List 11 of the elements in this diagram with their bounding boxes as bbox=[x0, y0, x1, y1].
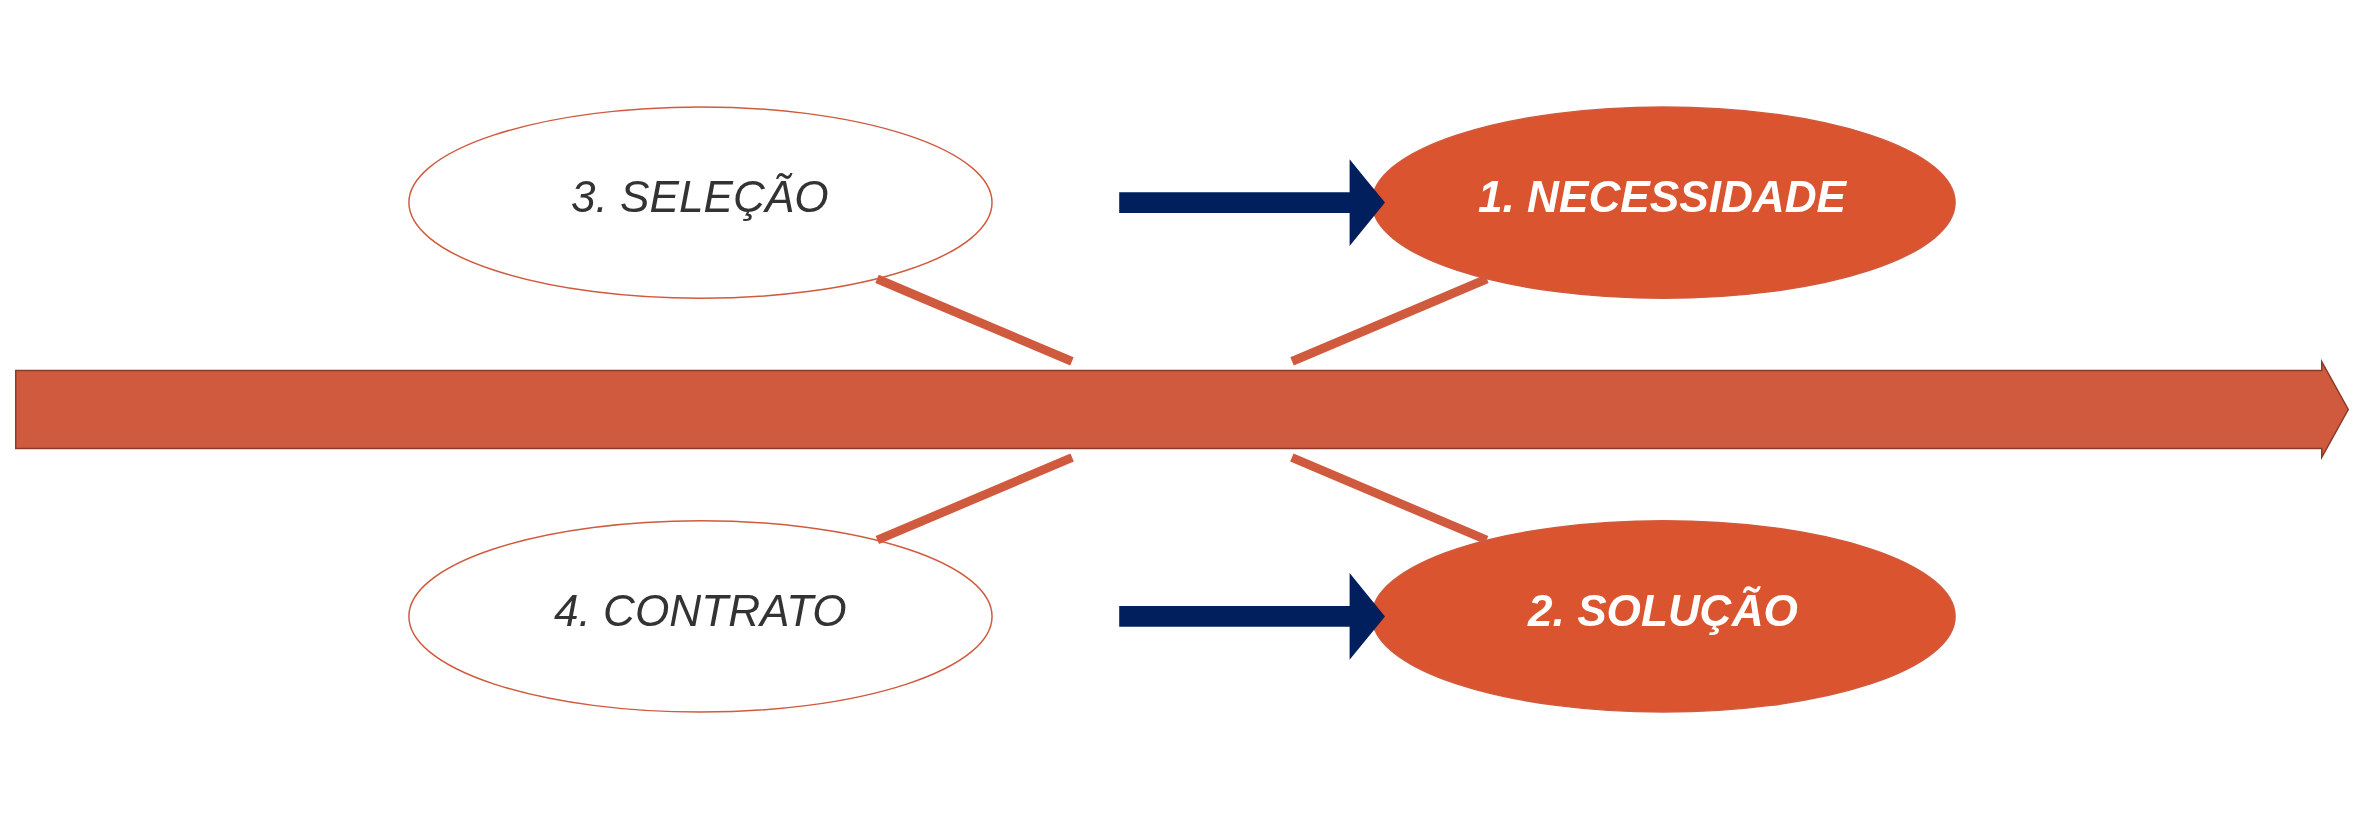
node-ellipse: 4. CONTRATO bbox=[408, 519, 993, 713]
arrow bbox=[1119, 159, 1385, 246]
node-ellipse: 2. SOLUÇÃO bbox=[1371, 519, 1956, 713]
node-arrow bbox=[15, 358, 2350, 461]
connector bbox=[1290, 274, 1489, 366]
arrow bbox=[1119, 573, 1385, 660]
node-ellipse: 1. NECESSIDADE bbox=[1371, 106, 1956, 300]
connector bbox=[875, 453, 1074, 545]
node-ellipse: 3. SELEÇÃO bbox=[408, 106, 993, 300]
connector bbox=[1290, 453, 1489, 545]
connector bbox=[875, 274, 1074, 366]
